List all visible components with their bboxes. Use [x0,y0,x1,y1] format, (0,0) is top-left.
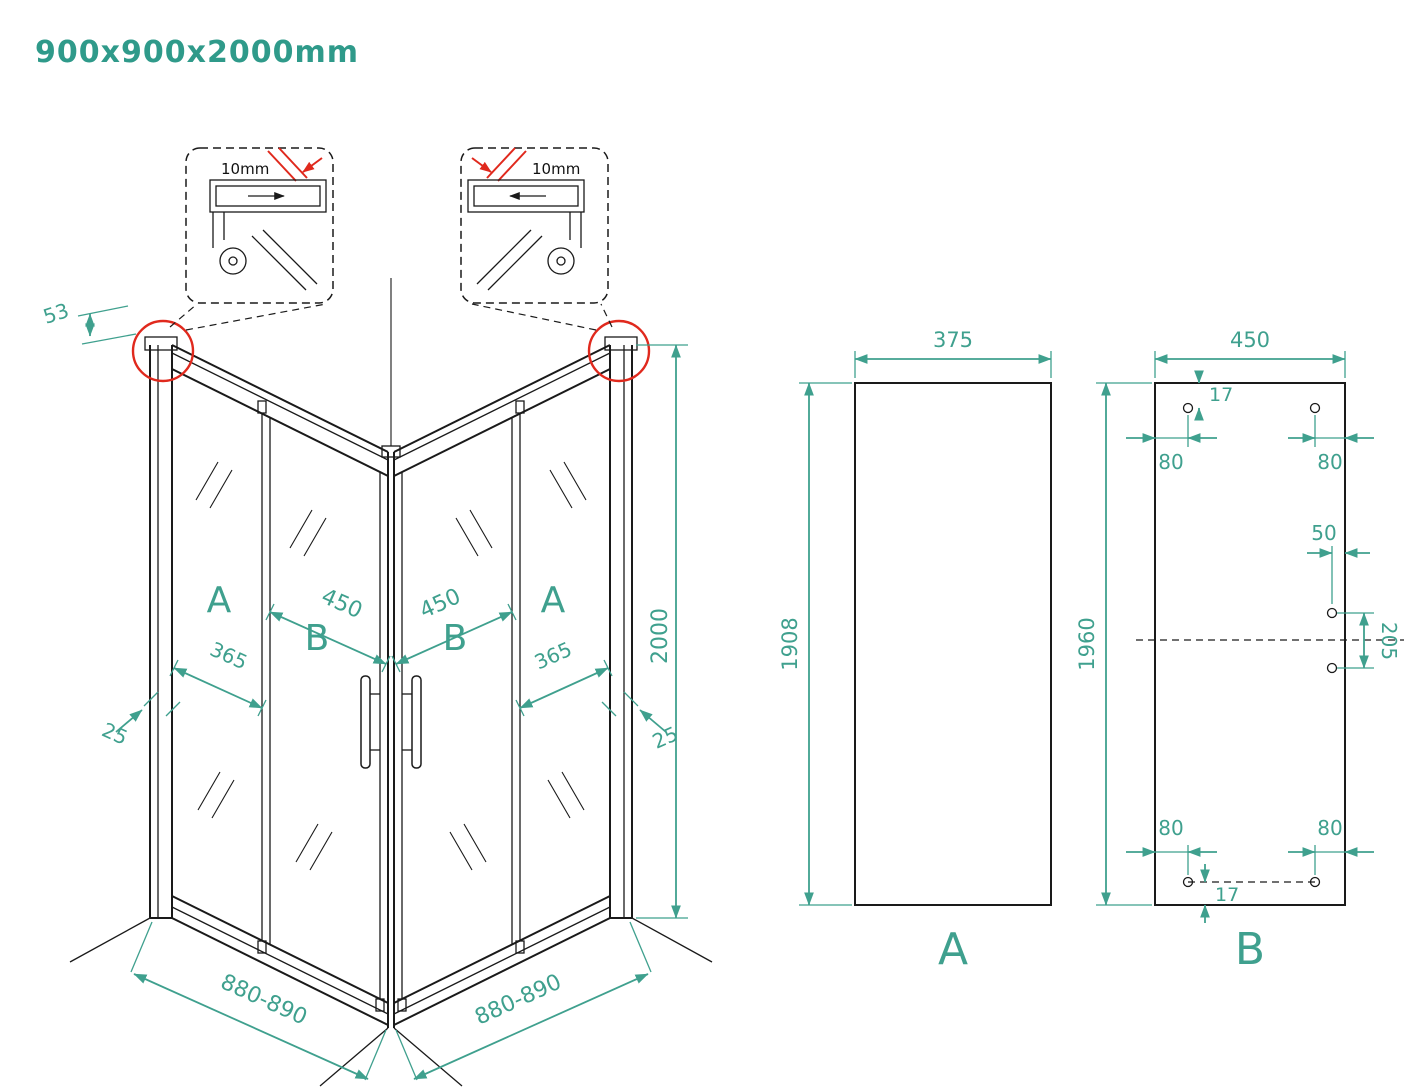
front-label-a-left: A [207,580,232,621]
front-view [69,278,713,1087]
dim-profile-right: 25 [601,691,682,754]
svg-text:80: 80 [1317,816,1342,840]
glass-hatch-marks [195,461,587,871]
panel-a-outline [854,382,1052,906]
svg-text:1960: 1960 [1075,617,1099,670]
panel-b-dim-width: 450 [1154,328,1346,378]
red-glass-mark-right [486,147,527,182]
svg-text:80: 80 [1158,816,1183,840]
red-glass-mark-left [267,147,308,182]
room-lines [69,278,713,1087]
svg-text:2000: 2000 [648,608,673,664]
panel-b-dim-80-top-right: 80 [1288,415,1374,474]
dim-height-2000: 2000 [636,344,688,919]
left-wall-profile [144,336,178,919]
door-handle-left [360,675,380,769]
dim-fixed-right: 365 [515,637,613,717]
svg-text:17: 17 [1209,384,1233,406]
dim-fixed-left: 365 [169,637,267,717]
svg-text:205: 205 [1377,622,1401,660]
panel-b-dim-height: 1960 [1075,382,1152,906]
panel-b-dim-50: 50 [1307,521,1370,604]
svg-text:375: 375 [933,328,973,352]
svg-text:450: 450 [1230,328,1270,352]
panel-b-dim-80-bottom-right: 80 [1288,816,1374,875]
page-title: 900x900x2000mm [35,35,359,70]
panel-b-dim-80-bottom-left: 80 [1126,816,1217,875]
detail-box-left: 10mm [185,147,334,304]
panel-b-view: 450 1960 17 [1075,328,1404,975]
panel-b-dim-17-top: 17 [1194,370,1233,421]
callout-circle-right [471,303,651,383]
right-wall-profile [604,336,638,919]
panel-b-holes [1182,402,1338,888]
callout-circle-left [131,303,327,383]
red-arrow-left [302,157,323,173]
roller-detail-right [547,247,575,275]
svg-text:80: 80 [1317,450,1342,474]
svg-text:17: 17 [1215,884,1239,906]
panel-b-outline [1154,382,1346,906]
bottom-rails [171,895,611,1026]
detail-right-label: 10mm [532,160,580,178]
panel-b-dim-205: 205 [1337,612,1401,669]
panel-b-dim-17-bottom: 17 [1200,864,1239,923]
detail-left-label: 10mm [221,160,269,178]
roller-detail-left [219,247,247,275]
front-dimensions: 53 450 450 365 365 [40,298,688,1081]
svg-text:53: 53 [40,298,72,329]
dim-53: 53 [40,298,137,345]
front-label-b-left: B [305,618,330,659]
panel-a-label: A [938,924,968,975]
panel-edges [257,400,525,1012]
panel-a-dim-width: 375 [854,328,1052,378]
detail-box-right: 10mm [460,147,609,304]
svg-text:1908: 1908 [778,617,802,670]
front-label-a-right: A [541,580,566,621]
panel-a-view: 375 1908 A [778,328,1052,975]
front-label-b-right: B [443,618,468,659]
top-rails [171,344,611,477]
dim-profile-left: 25 [98,691,181,750]
door-handle-right [402,675,422,769]
svg-text:50: 50 [1311,521,1336,545]
svg-text:365: 365 [531,637,576,674]
panel-a-dim-height: 1908 [778,382,852,906]
red-arrow-right [471,157,492,173]
svg-text:365: 365 [207,637,252,674]
svg-text:80: 80 [1158,450,1183,474]
corner-post [381,445,401,1028]
panel-b-label: B [1235,924,1265,975]
panel-b-dim-80-top-left: 80 [1126,415,1217,474]
